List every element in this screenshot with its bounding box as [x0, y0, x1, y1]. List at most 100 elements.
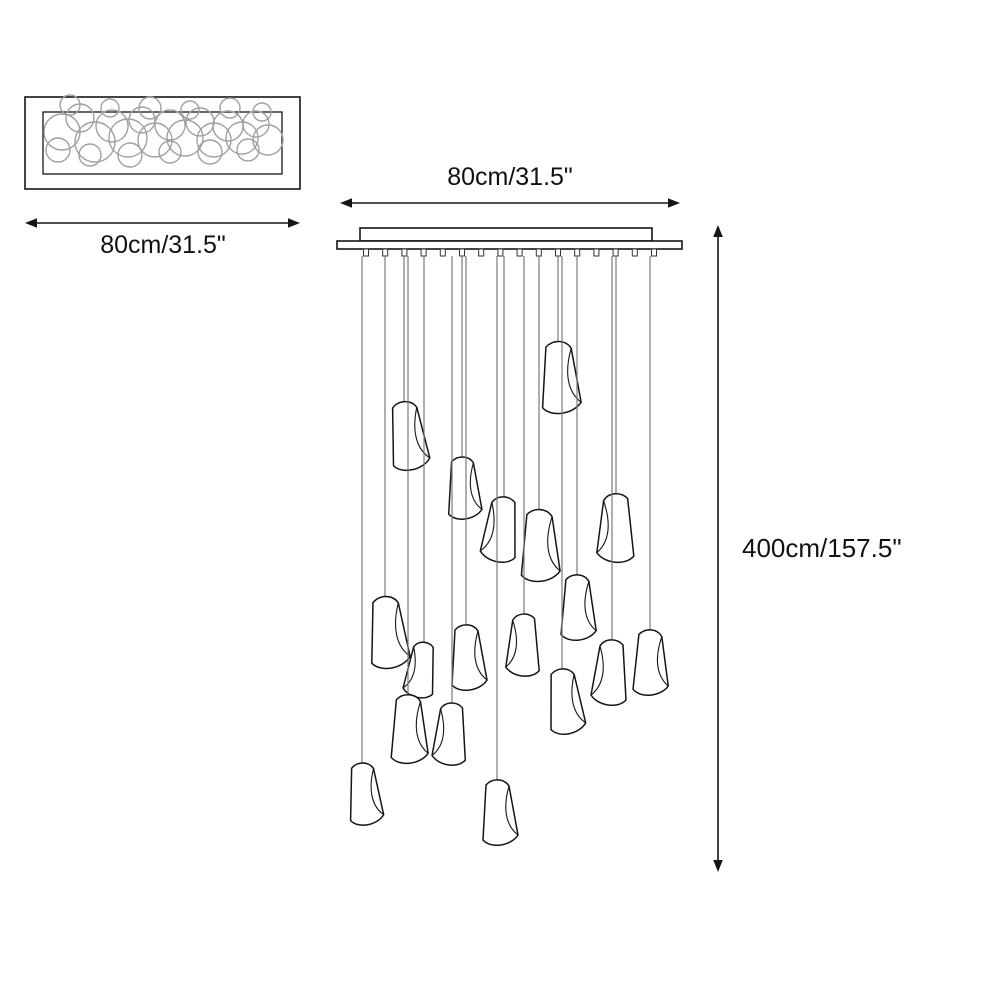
scribble-circle: [196, 122, 232, 158]
pendant: [480, 256, 518, 563]
pendant-shade: [561, 574, 598, 641]
shade-outline: [389, 400, 430, 471]
pendant: [402, 256, 436, 699]
shade-outline: [633, 629, 671, 696]
ceiling-plate: [336, 227, 683, 250]
shade-fold-line: [432, 709, 444, 756]
shade-fold-line: [594, 501, 610, 553]
shade-outline: [480, 496, 518, 563]
scribble-circle: [45, 137, 71, 163]
cord-connector: [593, 248, 600, 257]
top-view-width-dimension: 80cm/31.5": [25, 218, 300, 259]
shade-outline: [548, 668, 586, 735]
shade-fold-line: [395, 602, 410, 656]
pendant-shade: [389, 400, 430, 471]
shade-fold-line: [370, 768, 383, 815]
pendant-shade: [548, 668, 586, 735]
scribble-circle: [219, 97, 241, 119]
shade-outline: [369, 596, 410, 669]
shade-outline: [561, 574, 598, 641]
shade-fold-line: [591, 646, 603, 695]
pendant: [389, 256, 430, 471]
front-width-dimension: 80cm/31.5": [340, 163, 680, 208]
scribble-circle: [197, 139, 223, 165]
scribble-circle: [212, 110, 244, 142]
shade-fold-line: [475, 631, 487, 680]
shade-outline: [504, 614, 539, 677]
shade-outline: [391, 694, 430, 764]
cord-connector: [439, 248, 446, 257]
scribble-circle: [95, 109, 129, 143]
arrowhead-left-icon: [25, 218, 37, 228]
ceiling-canopy: [359, 227, 653, 242]
shade-outline: [594, 493, 634, 564]
shade-fold-line: [568, 348, 581, 402]
pendant-shade: [633, 629, 671, 696]
scribble-circle: [158, 140, 182, 164]
shade-fold-line: [480, 502, 495, 552]
arrowhead-left-icon: [340, 198, 352, 208]
arrowhead-right-icon: [668, 198, 680, 208]
cord-connector: [382, 248, 389, 257]
pendant: [369, 256, 410, 669]
cord-connector: [497, 248, 504, 257]
pendant: [432, 256, 465, 765]
pendant: [633, 256, 671, 696]
scribble-decoration: [43, 94, 284, 168]
pendant-shade: [349, 762, 384, 825]
scribble-circle: [242, 110, 270, 138]
cord-connector: [516, 248, 523, 257]
pendant-shade: [521, 509, 562, 582]
shade-fold-line: [415, 701, 430, 753]
cord-connector: [651, 248, 657, 257]
shade-fold-line: [571, 674, 586, 724]
pendant: [591, 256, 626, 705]
shade-fold-line: [403, 646, 416, 688]
shade-fold-line: [547, 517, 562, 571]
shade-fold-line: [413, 407, 429, 459]
top-view-inner-frame: [42, 111, 283, 175]
height-label: 400cm/157.5": [742, 533, 902, 563]
shade-fold-line: [504, 620, 517, 667]
shade-outline: [432, 703, 465, 765]
top-view: 80cm/31.5": [24, 94, 301, 259]
scribble-circle: [225, 121, 259, 155]
front-view: 80cm/31.5": [336, 163, 683, 845]
pendant: [594, 256, 634, 563]
cord-connector: [631, 248, 638, 257]
shade-outline: [449, 457, 482, 519]
pendant-shade: [449, 457, 482, 519]
pendant-shade: [452, 625, 487, 690]
pendant-shade: [594, 493, 634, 564]
shade-fold-line: [506, 786, 518, 835]
shade-outline: [349, 762, 384, 825]
pendant: [548, 256, 586, 735]
shade-outline: [521, 509, 562, 582]
pendant-shade: [391, 694, 430, 764]
ceiling-bar: [336, 240, 683, 250]
front-width-label: 80cm/31.5": [447, 163, 573, 191]
scribble-circle: [252, 102, 272, 122]
shade-fold-line: [584, 581, 598, 630]
pendant: [561, 256, 598, 641]
pendant: [504, 256, 539, 677]
scribble-circle: [108, 118, 148, 158]
arrowhead-down-icon: [713, 860, 723, 872]
top-view-width-label: 80cm/31.5": [100, 231, 226, 259]
scribble-circle: [236, 138, 260, 162]
scribble-circle: [128, 106, 156, 134]
cord-connector: [535, 248, 542, 257]
shade-outline: [591, 640, 626, 705]
pendant: [452, 256, 487, 690]
pendants: [349, 256, 672, 845]
cord-connectors: [363, 248, 657, 257]
scribble-circle: [166, 119, 204, 157]
pendant: [349, 256, 384, 826]
cord-connector: [555, 248, 561, 257]
cord-connector: [420, 248, 427, 257]
top-view-outer-frame: [24, 96, 301, 190]
scribble-circle: [100, 98, 120, 118]
pendant: [483, 256, 518, 845]
